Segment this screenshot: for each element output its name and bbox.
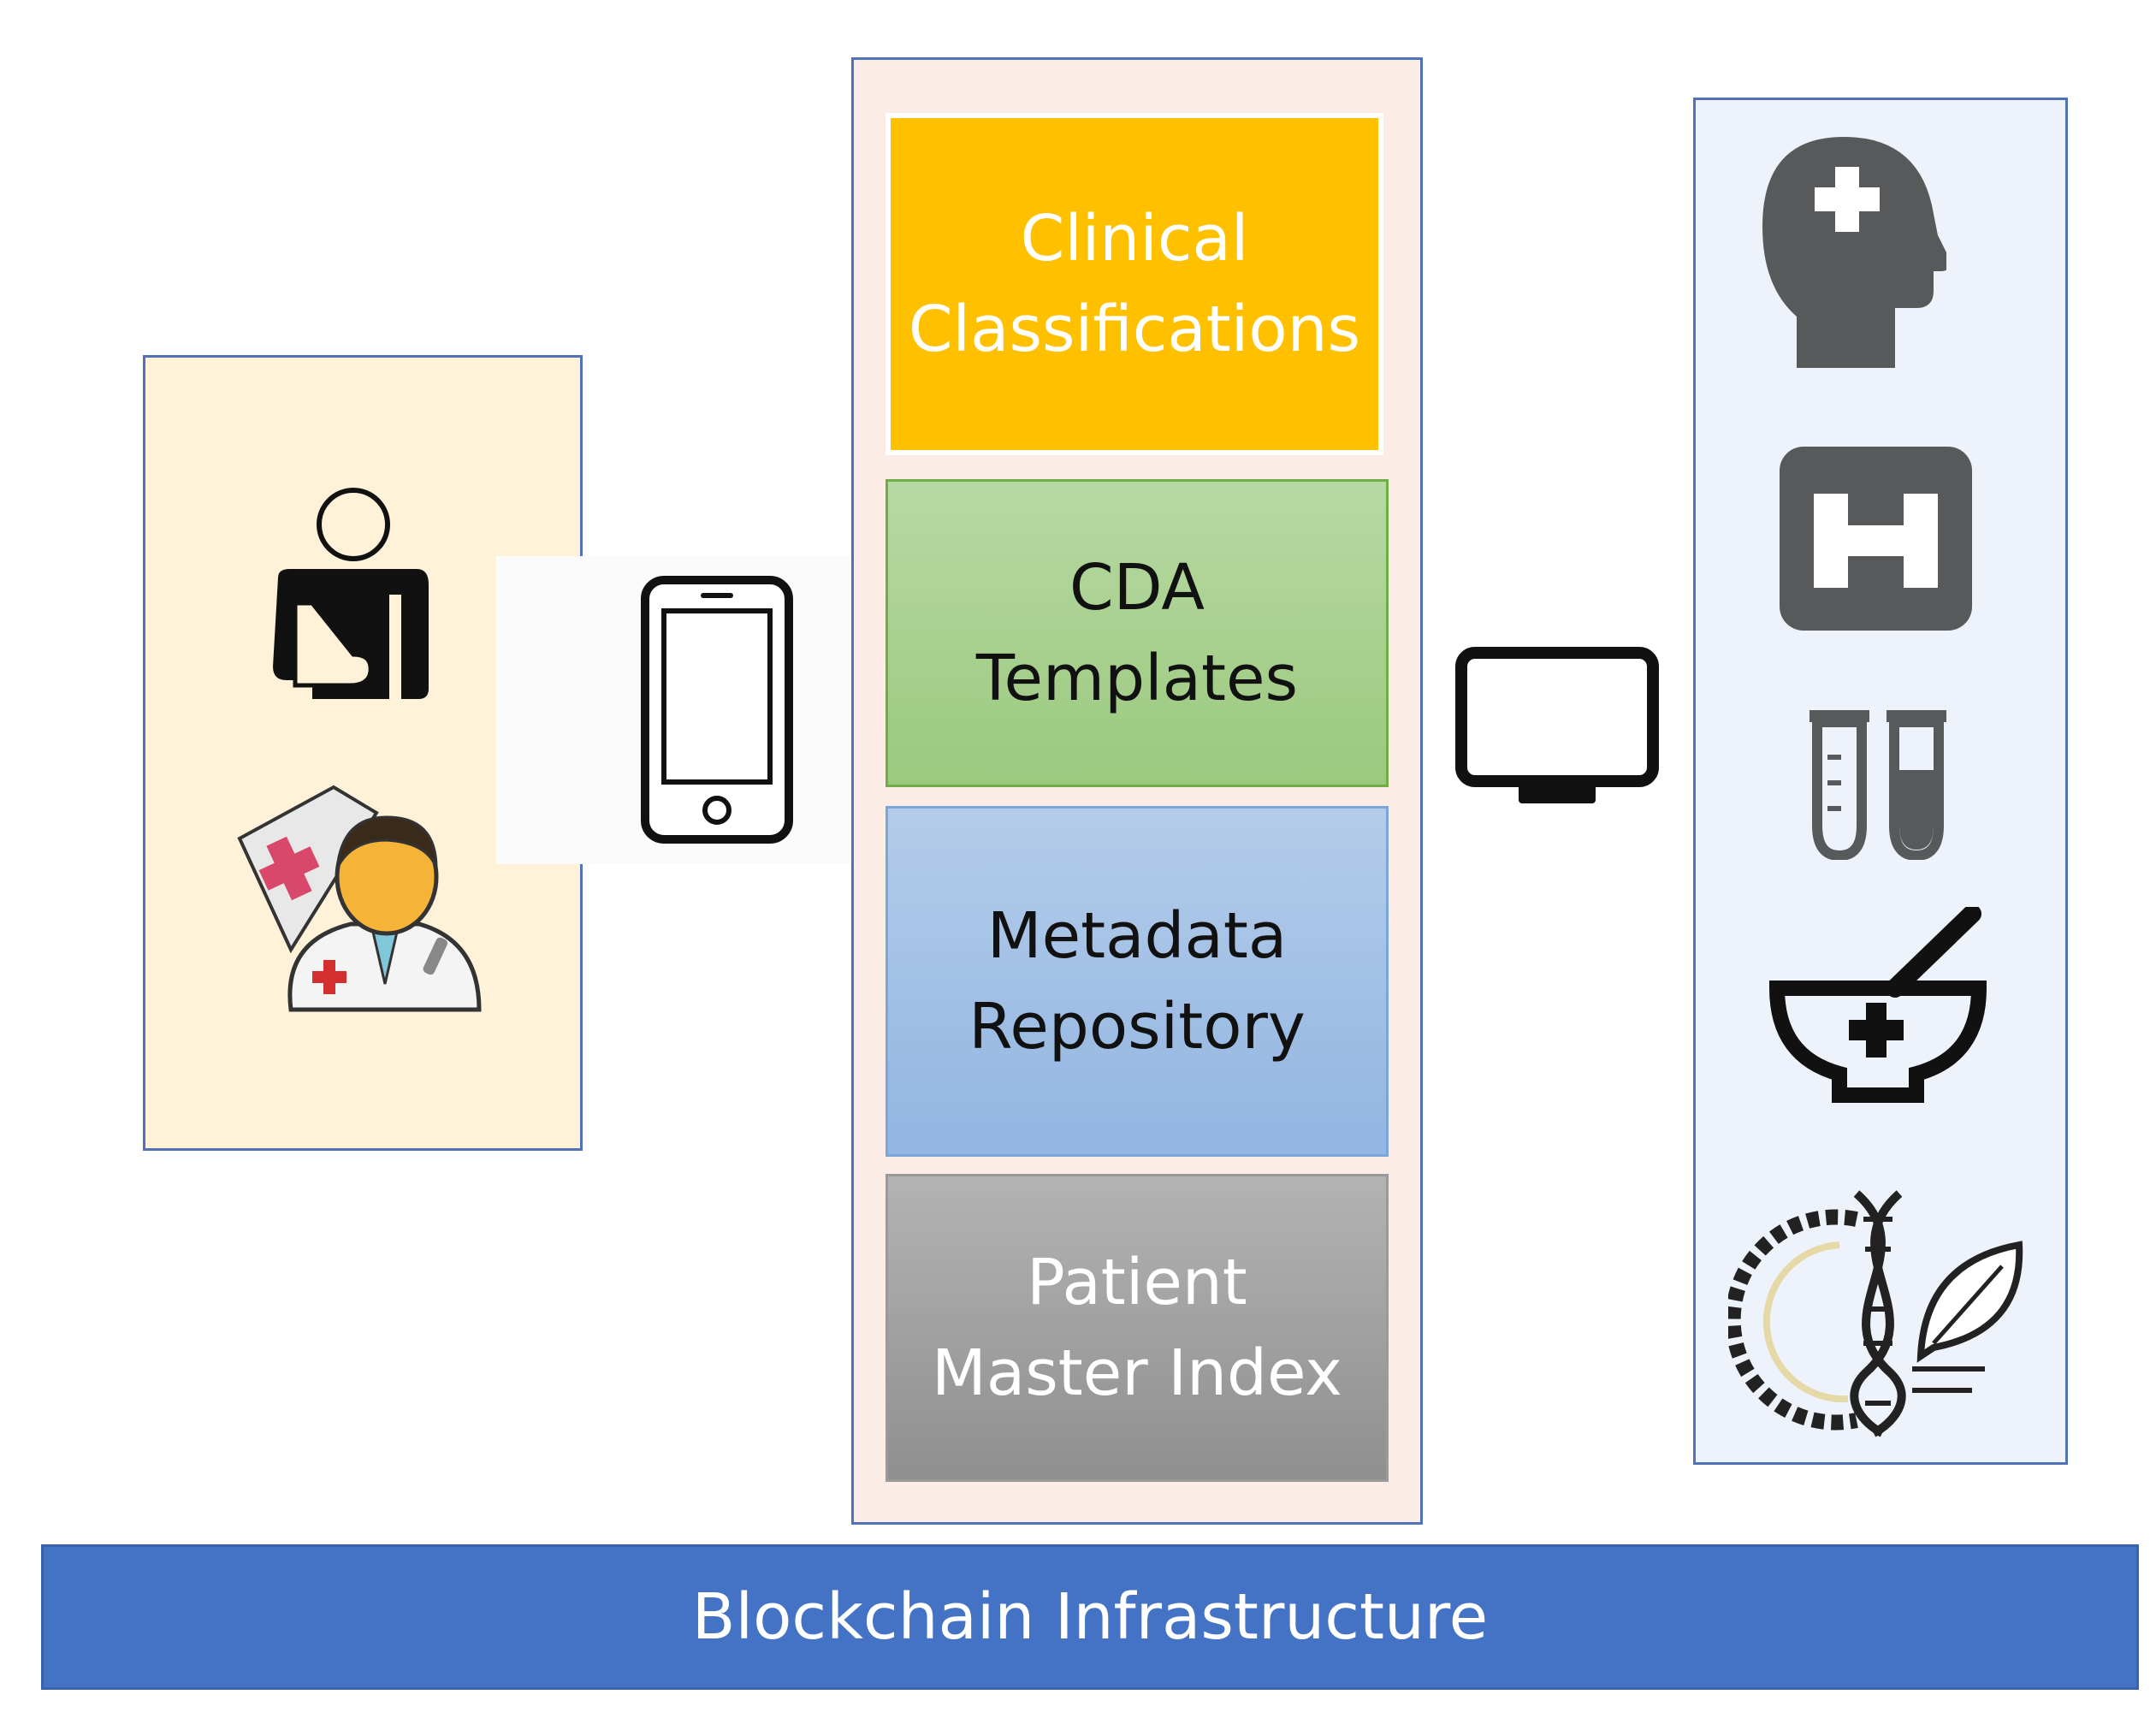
patient-icon <box>261 483 441 706</box>
blockchain-infrastructure-label: Blockchain Infrastructure <box>691 1580 1489 1654</box>
metadata-line2: Repository <box>968 990 1306 1063</box>
pmi-line1: Patient <box>1027 1246 1247 1319</box>
cda-line2: Templates <box>975 642 1299 715</box>
head-health-icon <box>1758 133 1946 368</box>
smartphone-icon <box>640 575 794 844</box>
monitor-icon <box>1454 646 1660 813</box>
hospital-icon <box>1780 447 1972 631</box>
metadata-repository-block: Metadata Repository <box>886 806 1389 1157</box>
doctor-icon <box>231 779 488 1027</box>
pmi-line2: Master Index <box>932 1336 1342 1410</box>
metadata-line1: Metadata <box>986 899 1288 973</box>
blockchain-infrastructure-bar: Blockchain Infrastructure <box>41 1544 2139 1690</box>
cda-line1: CDA <box>1069 551 1205 625</box>
test-tubes-icon <box>1805 706 1951 860</box>
clinical-classifications-block: Clinical Classifications <box>886 113 1383 455</box>
pharmacy-mortar-icon <box>1767 907 1989 1108</box>
genomics-icon <box>1728 1185 2036 1437</box>
patient-master-index-block: Patient Master Index <box>886 1174 1389 1482</box>
clinical-line2: Classifications <box>908 293 1361 366</box>
clinical-line1: Clinical <box>1020 202 1249 275</box>
cda-templates-block: CDA Templates <box>886 479 1389 787</box>
